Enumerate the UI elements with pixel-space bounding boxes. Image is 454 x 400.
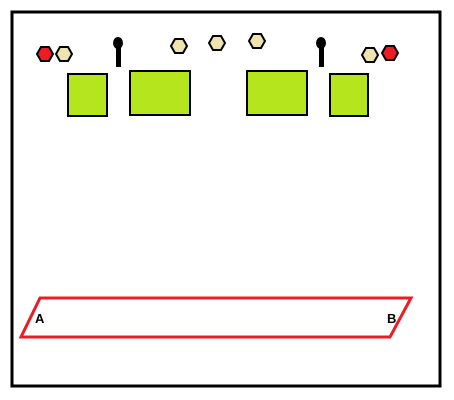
hexagon-icon-red-left-1 [35,46,55,62]
hexagon-icon-cream-right-1 [360,47,380,63]
green-block-1 [67,73,108,117]
hexagon-icon-cream-left-1 [54,46,74,62]
hexagon-icon-cream-center-2 [207,35,227,51]
pin-icon-right [316,37,326,67]
outer-frame [10,10,442,388]
hexagon-icon-cream-center-1 [169,38,189,54]
green-block-4 [329,73,369,117]
strip-parallelogram [18,296,414,339]
hexagon-icon-red-right-1 [380,45,400,61]
pin-icon-left [113,37,123,67]
strip-label-b: B [387,311,396,326]
hexagon-icon-cream-center-3 [247,33,267,49]
strip-label-a: A [35,311,45,326]
green-block-2 [129,70,191,116]
green-block-3 [246,70,308,116]
